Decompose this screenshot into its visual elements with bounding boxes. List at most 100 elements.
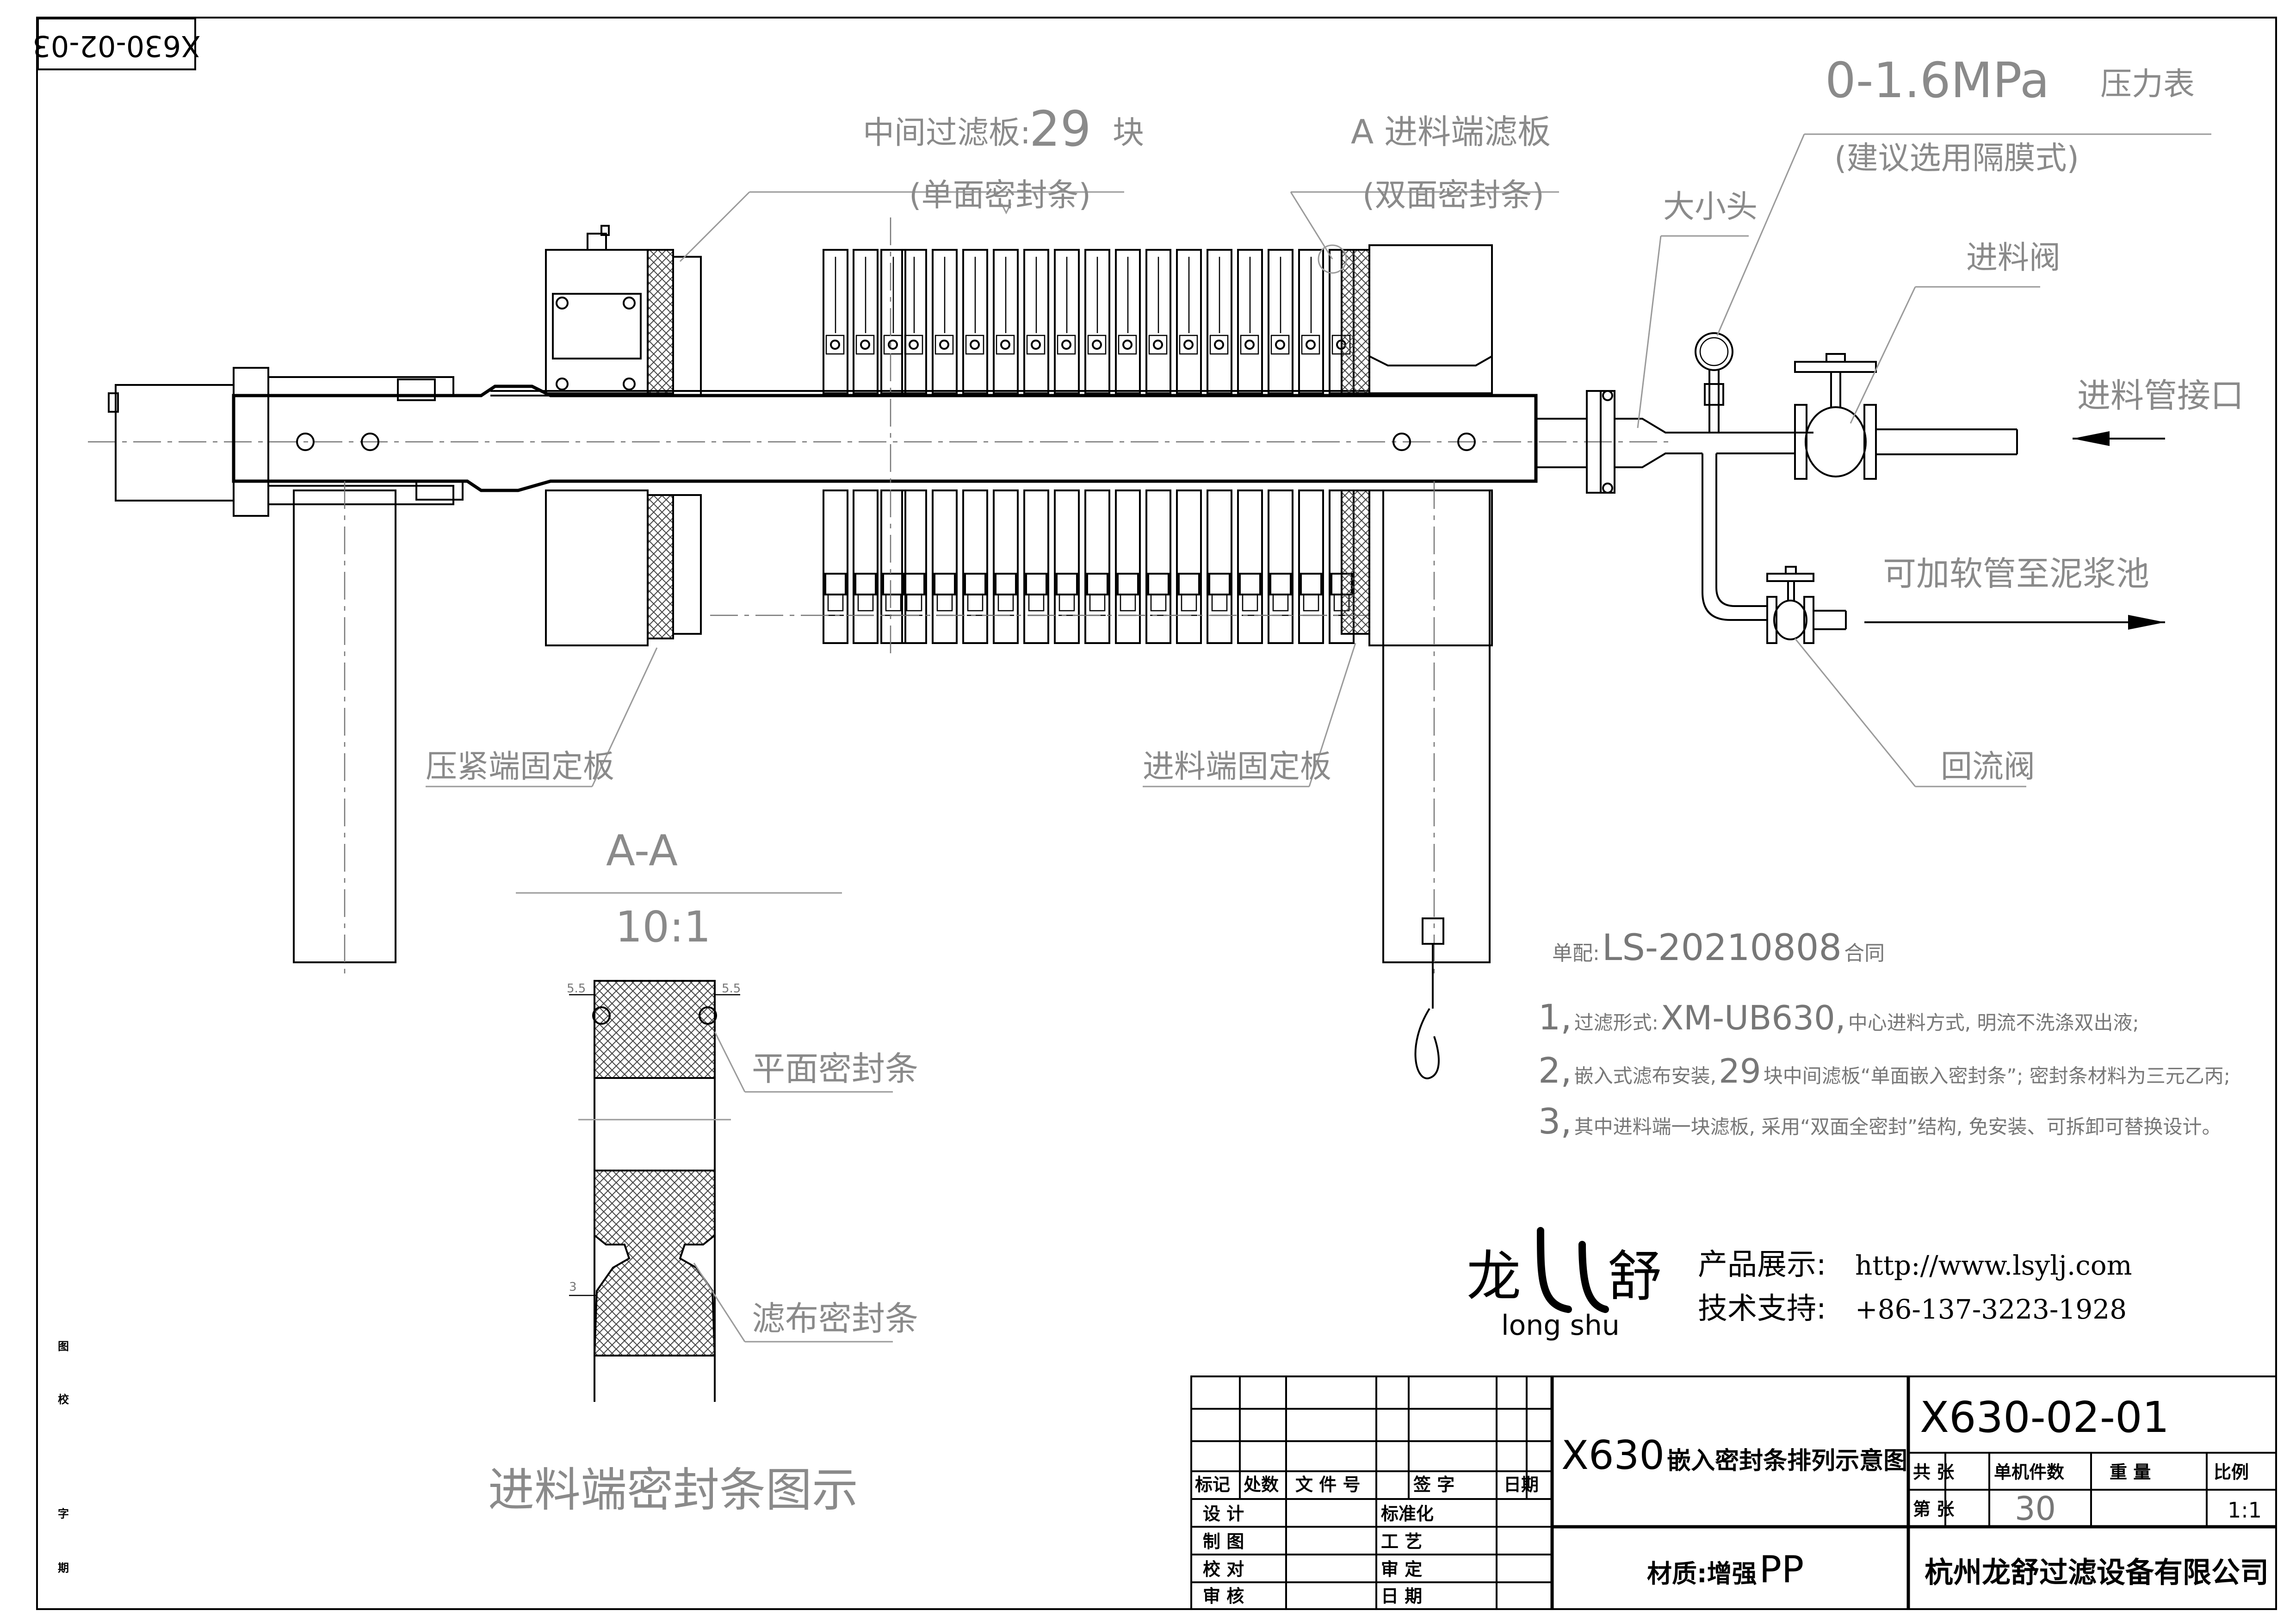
svg-text:单机件数: 单机件数 — [1994, 1462, 2064, 1482]
product-label: 产品展示: — [1698, 1248, 1826, 1282]
label-feed-plate-title: A 进料端滤板 — [1351, 112, 1551, 151]
filter-plate-11-top — [1115, 249, 1141, 394]
product-url: http://www.lsylj.com — [1855, 1250, 2132, 1281]
unit-qty-value: 30 — [2015, 1490, 2056, 1528]
svg-text:比例: 比例 — [2214, 1462, 2249, 1482]
filter-plate-1-bottom — [823, 489, 848, 644]
drawing-number: X630-02-01 — [1920, 1393, 2169, 1442]
filter-plate-12-top — [1145, 249, 1171, 394]
svg-text:标准化: 标准化 — [1381, 1504, 1434, 1524]
label-hose-return: 可加软管至泥浆池 — [1883, 554, 2149, 593]
label-feed-pipe: 进料管接口 — [2077, 376, 2244, 415]
filter-plate-1-top — [823, 249, 848, 394]
label-feed-valve: 进料阀 — [1966, 240, 2061, 276]
filter-plate-2-top — [853, 249, 879, 394]
drawing-code-corner: X630-02-03 — [32, 18, 201, 70]
rev-header-mark: 标记 — [1195, 1474, 1230, 1495]
filter-plate-14-bottom — [1207, 489, 1232, 644]
scale-value: 1:1 — [2228, 1498, 2262, 1523]
label-reducer: 大小头 — [1663, 189, 1758, 225]
assembly-labels: 中间过滤板: 29 块 (单面密封条) A 进料端滤板 (双面密封条) 0-1.… — [426, 52, 2244, 785]
support-phone: +86-137-3223-1928 — [1855, 1294, 2127, 1325]
logo-char-left: 龙 — [1467, 1245, 1521, 1308]
svg-text:图: 图 — [58, 1340, 69, 1353]
filter-plate-13-bottom — [1176, 489, 1202, 644]
label-gauge-unit: 压力表 — [2100, 66, 2195, 103]
svg-text:重 量: 重 量 — [2110, 1462, 2151, 1482]
label-gauge-title: 0-1.6MPa — [1825, 52, 2049, 109]
svg-text:审 核: 审 核 — [1203, 1586, 1244, 1606]
svg-text:设 计: 设 计 — [1203, 1504, 1244, 1524]
logo-pinyin: long shu — [1501, 1309, 1620, 1342]
filter-plate-8-bottom — [1023, 489, 1049, 644]
return-valve — [1766, 596, 1777, 644]
section-cloth-seal-label: 滤布密封条 — [752, 1299, 918, 1338]
right-leg — [1382, 489, 1491, 963]
rev-header-date: 日期 — [1504, 1474, 1539, 1495]
label-middle-plates-unit: 块 — [1113, 115, 1144, 151]
filter-plate-10-bottom — [1084, 489, 1110, 644]
filter-plate-16-bottom — [1268, 489, 1293, 644]
label-feed-end-plate: 进料端固定板 — [1143, 749, 1331, 785]
filter-plate-5-bottom — [932, 489, 958, 644]
filter-plate-4-top — [901, 249, 927, 394]
filter-plate-7-top — [993, 249, 1019, 394]
filter-plate-6-bottom — [962, 489, 988, 644]
section-a-a: A-A 10:1 5.5 5.5 3 平面密封条 滤布密封条 进料端密封条图示 — [488, 826, 918, 1517]
svg-text:校: 校 — [58, 1393, 69, 1406]
label-press-end-plate: 压紧端固定板 — [426, 749, 614, 785]
feed-nozzle — [1535, 418, 1588, 468]
svg-text:校 对: 校 对 — [1203, 1559, 1244, 1580]
filter-plate-11-bottom — [1115, 489, 1141, 644]
svg-text:日 期: 日 期 — [1381, 1586, 1422, 1606]
filter-plate-8-top — [1023, 249, 1049, 394]
margin-labels: 图 校 字 期 — [58, 1340, 69, 1574]
rev-header-sign: 签 字 — [1413, 1474, 1454, 1495]
filter-plate-15-top — [1237, 249, 1263, 394]
pressure-gauge — [1695, 332, 1733, 371]
logo-char-right: 舒 — [1608, 1245, 1662, 1308]
filter-plate-9-bottom — [1054, 489, 1080, 644]
section-dim-right: 5.5 — [722, 982, 741, 996]
rev-header-doc: 文 件 号 — [1295, 1474, 1360, 1495]
return-direction-arrow — [1864, 615, 2165, 630]
filter-plate-12-bottom — [1145, 489, 1171, 644]
filter-plate-15-bottom — [1237, 489, 1263, 644]
hydraulic-cylinder — [115, 384, 235, 502]
filter-plate-9-top — [1054, 249, 1080, 394]
press-head-top — [545, 249, 649, 394]
filter-plate-2-bottom — [853, 489, 879, 644]
feed-end-filter-plate-top — [1341, 249, 1370, 394]
note-3: 3, 其中进料端一块滤板, 采用“双面全密封”结构, 免安装、可拆卸可替换设计。 — [1538, 1101, 2222, 1142]
svg-text:制 图: 制 图 — [1203, 1531, 1244, 1552]
side-beam — [232, 384, 1538, 492]
company-logo: 龙 舒 long shu — [1467, 1227, 1662, 1342]
svg-text:共 张: 共 张 — [1913, 1462, 1954, 1482]
feed-end-filter-plate-bottom — [1341, 489, 1370, 635]
technical-notes: 单配: LS-20210808 合同 1, 过滤形式: XM-UB630, 中心… — [1538, 927, 2230, 1142]
section-scale: 10:1 — [615, 902, 711, 952]
filter-plate-5-top — [932, 249, 958, 394]
support-label: 技术支持: — [1698, 1292, 1826, 1326]
middle-filter-plates — [710, 217, 1369, 657]
feed-head-bottom — [1368, 489, 1493, 646]
label-middle-plates-sub: (单面密封条) — [909, 177, 1091, 214]
label-feed-plate-sub: (双面密封条) — [1362, 177, 1544, 214]
filter-plate-17-top — [1298, 249, 1324, 394]
rev-header-count: 处数 — [1244, 1474, 1279, 1495]
filter-plate-13-top — [1176, 249, 1202, 394]
section-dim-left: 5.5 — [567, 982, 586, 996]
filter-plate-17-bottom — [1298, 489, 1324, 644]
svg-text:审 定: 审 定 — [1381, 1559, 1422, 1580]
feed-direction-arrow — [2073, 431, 2165, 446]
filter-press-assembly — [88, 133, 2211, 1079]
filter-plate-16-top — [1268, 249, 1293, 394]
drawing-name: X630 嵌入密封条排列示意图 — [1561, 1432, 1907, 1479]
reducer-pipe — [1615, 418, 1813, 434]
filter-plate-10-top — [1084, 249, 1110, 394]
filter-plate-7-bottom — [993, 489, 1019, 644]
drawing-border — [36, 17, 2277, 1610]
filter-plate-3-bottom — [880, 489, 906, 644]
filter-plate-4-bottom — [901, 489, 927, 644]
